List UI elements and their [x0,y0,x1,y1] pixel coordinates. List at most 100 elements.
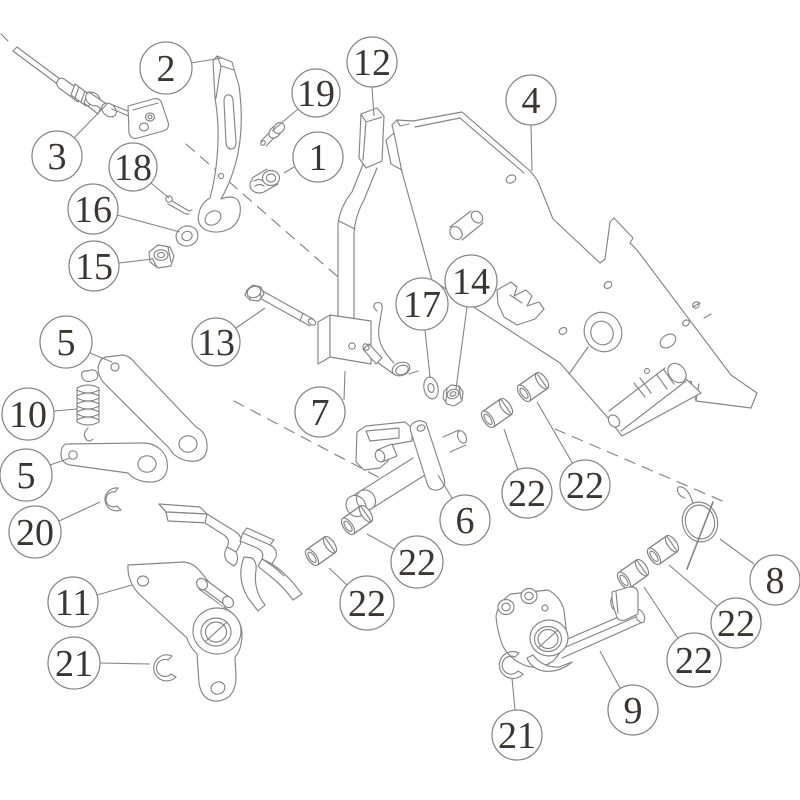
callout-8-24: 8 [719,538,800,606]
part-5-lower-lever [60,442,168,483]
callout-number: 20 [16,512,54,554]
callout-leader-line [719,538,755,565]
callout-leader-line [235,307,266,329]
bushing-6 [614,556,652,592]
callout-leader-line [271,108,299,132]
part-3-cable [12,46,170,140]
part-21-circlip-right [498,650,524,680]
callout-22-23: 22 [328,567,395,631]
callout-18-4: 18 [108,142,170,199]
callout-leader-line [150,182,170,199]
callout-22-26: 22 [643,586,722,688]
callout-11-17: 11 [47,576,133,628]
part-6-shaft-assembly [345,420,468,518]
spring-wire [373,302,395,364]
callout-circle [390,535,444,589]
callout-leader-line [366,533,395,550]
callout-leader-line [424,329,431,378]
part-15-nut [148,244,175,269]
callout-number: 15 [75,246,113,288]
part-5-upper-lever [97,354,208,462]
callout-leader-line [536,401,574,465]
callout-circle [8,505,62,559]
callout-number: 22 [566,465,604,507]
callout-leader-line [53,408,78,412]
callout-leader-line [49,457,71,466]
callout-circle [1,387,55,441]
callout-circle [501,467,553,519]
callout-circle [139,41,193,95]
callout-circle [346,36,398,88]
callout-4-8: 4 [505,74,557,172]
callout-2-0: 2 [139,41,223,95]
callout-leader-line [116,214,181,233]
part-16-washer [175,225,199,247]
callout-leader-line [328,567,349,587]
callout-number: 1 [309,137,328,179]
callout-number: 12 [353,42,391,84]
callout-10-14: 10 [1,387,78,441]
callout-leader-line [343,370,346,401]
callout-number: 8 [766,560,785,602]
callout-leader-line [437,474,453,499]
callout-13-9: 13 [191,307,266,367]
callout-leader-line [58,501,101,522]
callout-1-3: 1 [283,131,344,183]
callout-number: 16 [74,189,112,231]
part-21-circlip-left [153,654,177,682]
callout-number: 17 [403,284,441,326]
lever-clamp [317,314,331,365]
callout-number: 11 [55,582,92,624]
callout-number: 21 [498,715,536,757]
part-12-lever [317,107,419,377]
callout-number: 5 [17,455,36,497]
callout-number: 19 [297,73,335,115]
part-4-bracket [385,111,758,437]
callout-number: 3 [48,136,67,178]
callout-number: 5 [57,322,76,364]
part-artwork [0,33,758,702]
pivot-pin [606,366,688,433]
callout-leader-line [599,650,621,689]
callout-circle [666,632,722,688]
callout-21-18: 21 [47,636,151,690]
callout-leader-line [190,57,223,64]
callout-number: 22 [398,542,436,584]
callout-leader-line [73,103,108,139]
callout-leader-line [455,306,468,390]
callout-number: 4 [522,80,541,122]
callout-3-1: 3 [31,103,108,182]
callout-circle [395,277,449,331]
callout-12-7: 12 [346,36,398,117]
part-10-spring [76,369,100,442]
callout-leader-line [668,564,718,607]
callout-circle [191,317,241,367]
callout-leader-line [89,352,113,363]
part-19-bolt [260,121,286,147]
corner-tick [0,33,9,42]
callout-leader-line [643,586,680,641]
callout-circle [0,448,53,502]
pedal-flag [611,586,639,621]
callout-number: 13 [197,322,235,364]
callout-leader-line [503,428,519,471]
callout-circle [291,68,341,118]
part-2-lever [197,55,242,233]
bracket-latch [496,281,545,326]
callout-leader-line [511,677,516,711]
part-11-pedal-assembly [127,503,303,702]
callout-leader-line [118,258,153,264]
bushing-2 [514,369,552,405]
callout-16-5: 16 [67,183,181,235]
callout-number: 22 [675,640,713,682]
callout-circle [339,575,395,631]
part-18-cotter-pin [165,195,193,215]
callout-circle [607,684,659,736]
callout-circle [444,254,498,308]
callout-17-10: 17 [395,277,449,378]
callout-circle [559,459,611,511]
callout-circle [68,240,120,292]
callout-7-12: 7 [294,370,346,438]
